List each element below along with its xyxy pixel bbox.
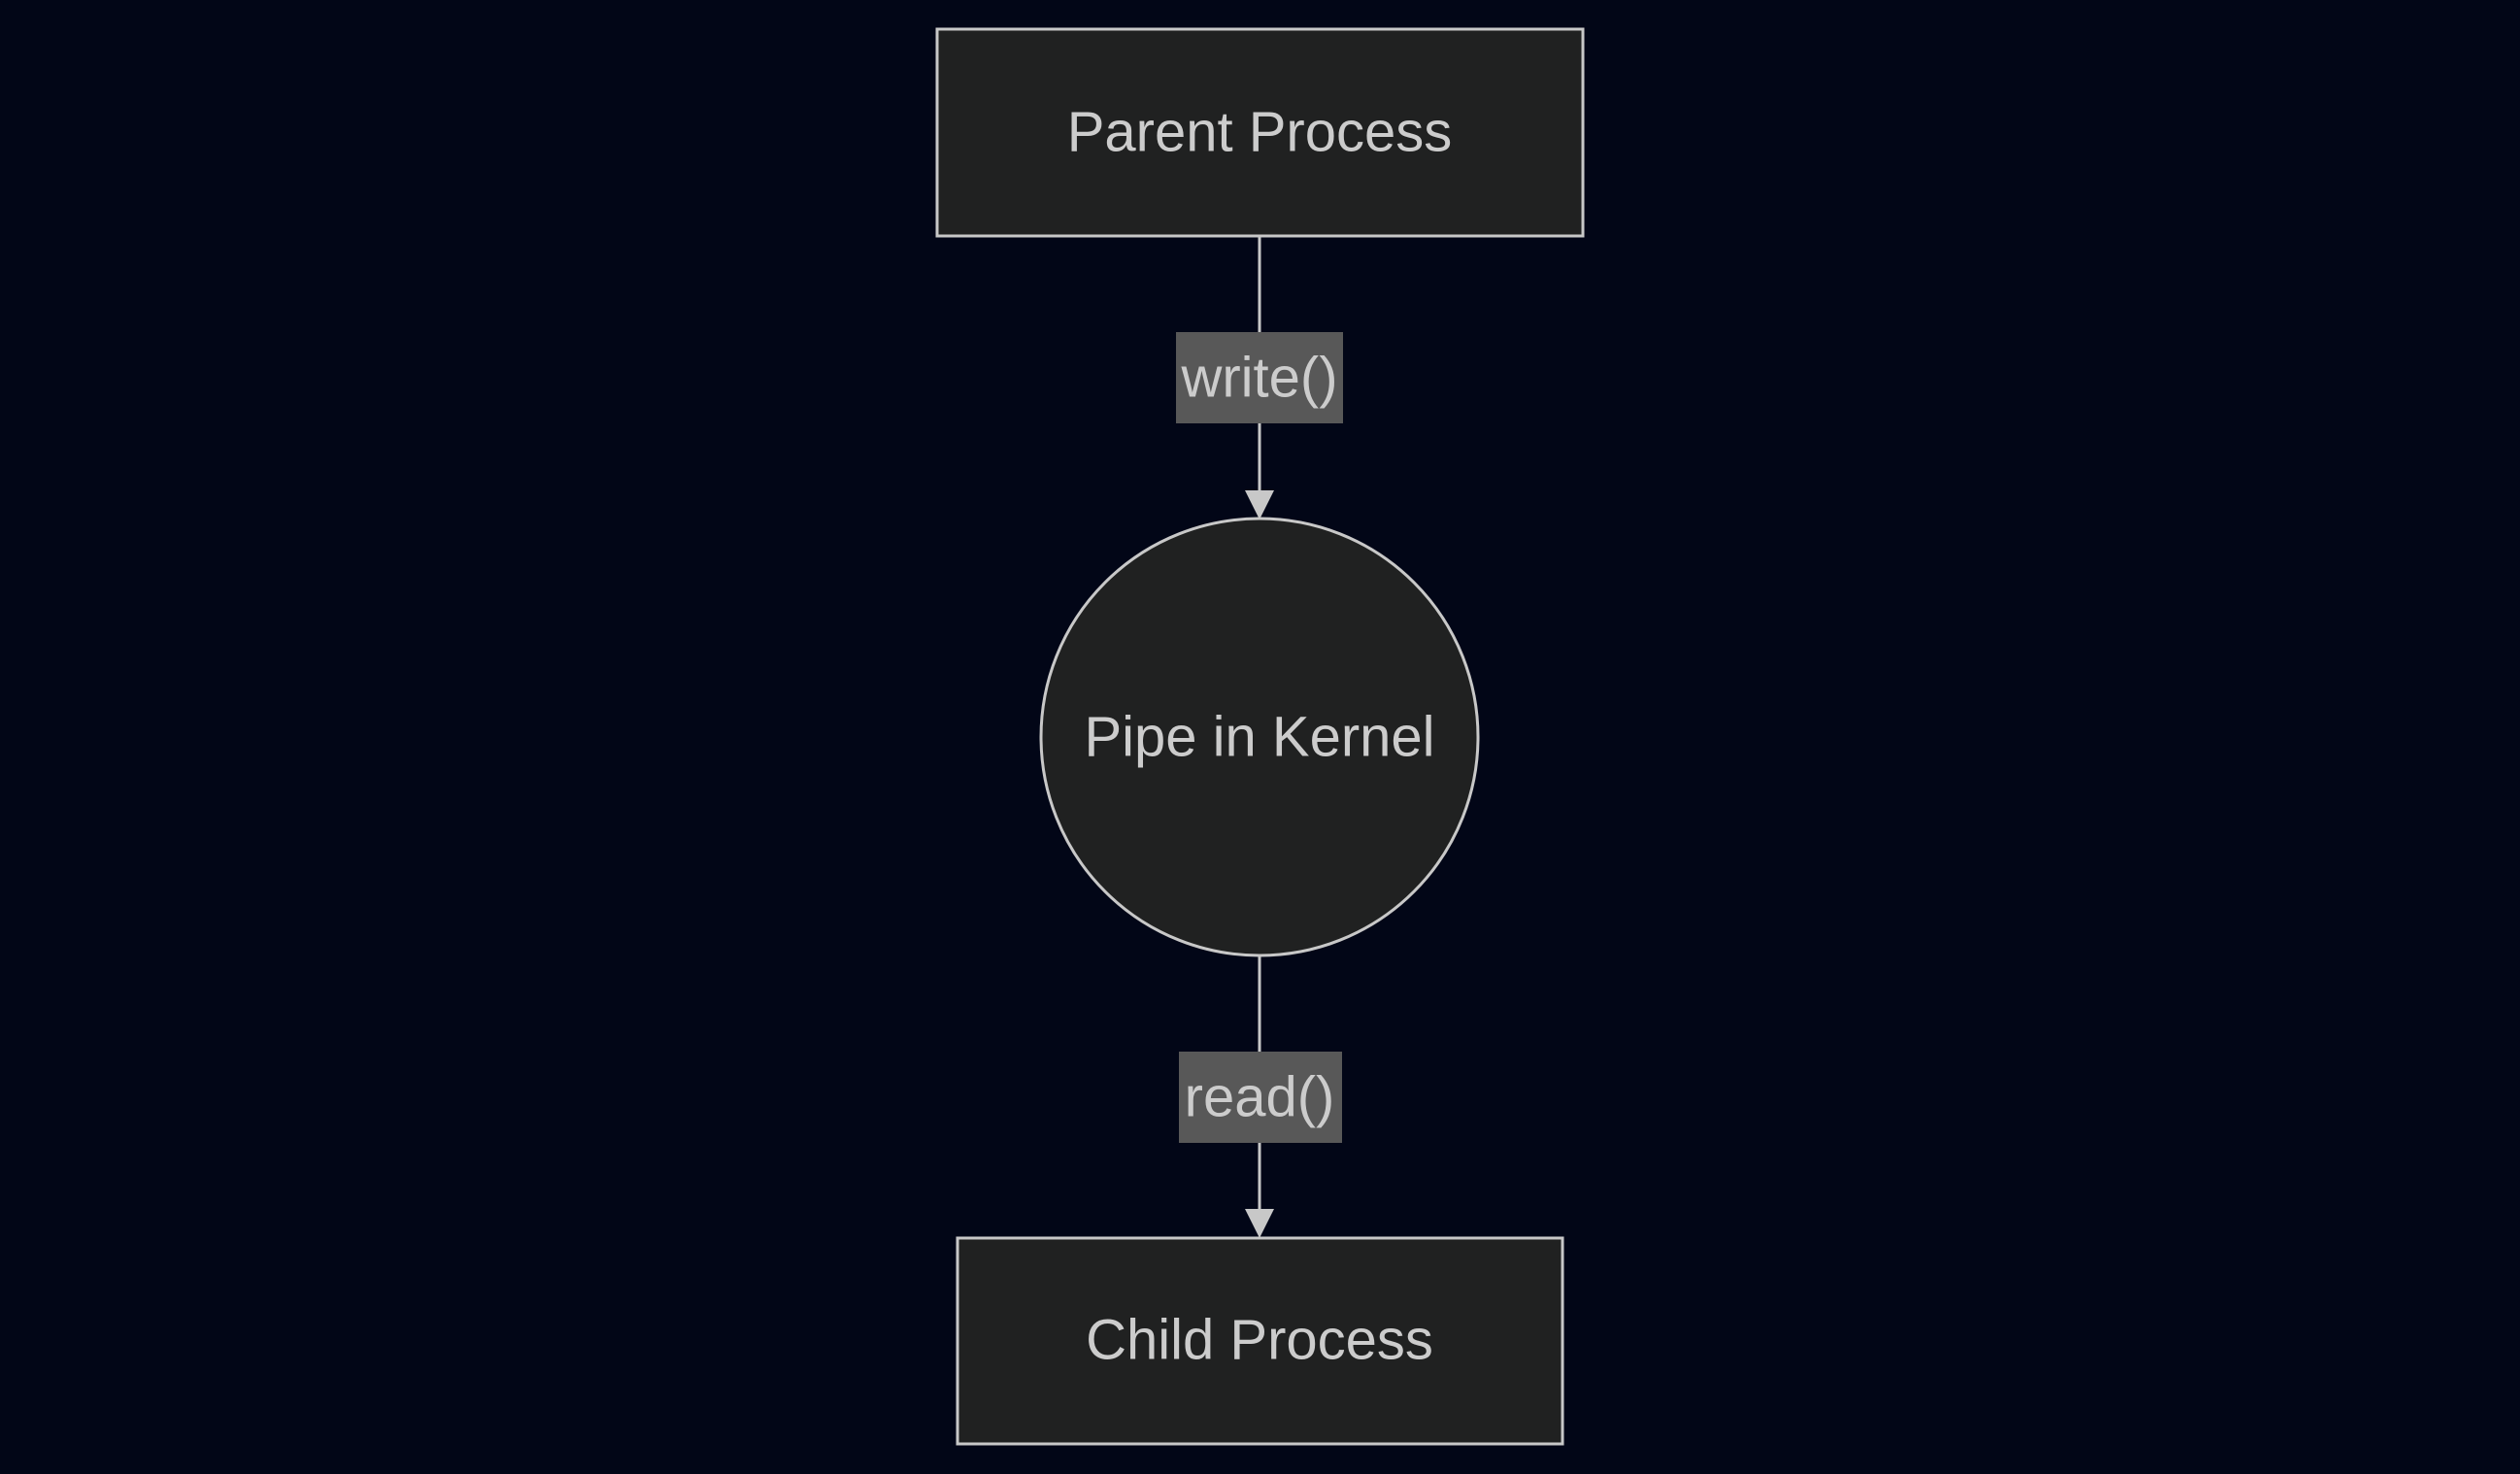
node-parent-process-box [935, 27, 1585, 238]
edge-pipe-to-child: read() [1179, 955, 1342, 1238]
node-child-process-label: Child Process [1086, 1309, 1433, 1372]
node-pipe-in-kernel-label: Pipe in Kernel [1084, 706, 1434, 769]
node-pipe-in-kernel-circle [1039, 517, 1480, 957]
node-child-process[interactable]: Child Process [956, 1236, 1564, 1446]
arrowhead-down-icon [1245, 1209, 1274, 1238]
arrowhead-down-icon [1245, 490, 1274, 519]
edge-label-write-background [1176, 332, 1343, 423]
node-parent-process[interactable]: Parent Process [935, 27, 1585, 238]
edge-label-write: write() [1180, 347, 1337, 410]
edge-parent-to-pipe: write() [1176, 236, 1343, 519]
node-pipe-in-kernel[interactable]: Pipe in Kernel [1039, 517, 1480, 957]
node-child-process-box [956, 1236, 1564, 1446]
edge-label-read: read() [1185, 1066, 1335, 1129]
edge-label-read-background [1179, 1052, 1342, 1143]
node-parent-process-label: Parent Process [1067, 101, 1453, 164]
